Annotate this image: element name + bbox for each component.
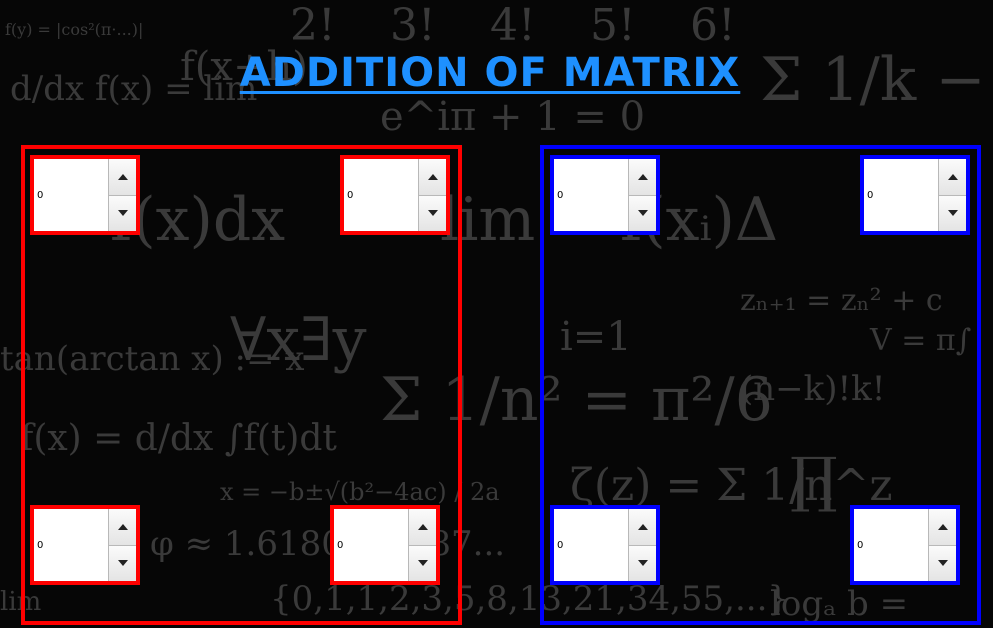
arrow-down-icon [947, 210, 958, 217]
svg-text:5!: 5! [590, 0, 636, 51]
matrix-b-panel [540, 145, 981, 625]
matrix-a-r0c0-spinner[interactable] [30, 155, 140, 235]
arrow-down-icon [117, 210, 128, 217]
svg-text:6!: 6! [690, 0, 736, 51]
page-title: ADDITION OF MATRIX [239, 50, 741, 96]
increment-button[interactable] [419, 159, 446, 196]
increment-button[interactable] [629, 159, 656, 196]
arrow-up-icon [427, 173, 438, 180]
decrement-button[interactable] [109, 195, 136, 231]
arrow-up-icon [937, 523, 948, 530]
arrow-down-icon [937, 560, 948, 567]
matrix-b-r1c0-input[interactable] [554, 509, 628, 581]
svg-text:2!: 2! [290, 0, 336, 51]
decrement-button[interactable] [109, 545, 136, 581]
matrix-b-r1c1-input[interactable] [854, 509, 928, 581]
matrix-b-r0c1-spinner[interactable] [860, 155, 970, 235]
arrow-up-icon [117, 523, 128, 530]
matrix-b-r0c0-input[interactable] [554, 159, 628, 231]
matrix-b-r1c0-spinner[interactable] [550, 505, 660, 585]
svg-text:4!: 4! [490, 0, 536, 51]
matrix-a-r1c1-input[interactable] [334, 509, 408, 581]
arrow-up-icon [947, 173, 958, 180]
matrix-a-panel [21, 145, 462, 625]
increment-button[interactable] [409, 509, 436, 546]
decrement-button[interactable] [939, 195, 966, 231]
arrow-up-icon [117, 173, 128, 180]
matrix-a-r0c0-input[interactable] [34, 159, 108, 231]
decrement-button[interactable] [629, 195, 656, 231]
increment-button[interactable] [629, 509, 656, 546]
arrow-down-icon [637, 560, 648, 567]
matrix-b-r1c1-spinner[interactable] [850, 505, 960, 585]
svg-text:f(y) = |cos²(π·...)|: f(y) = |cos²(π·...)| [5, 20, 143, 39]
arrow-up-icon [417, 523, 428, 530]
svg-text:3!: 3! [390, 0, 436, 51]
increment-button[interactable] [939, 159, 966, 196]
increment-button[interactable] [109, 159, 136, 196]
decrement-button[interactable] [629, 545, 656, 581]
matrix-a-r0c1-input[interactable] [344, 159, 418, 231]
matrix-b-r0c1-input[interactable] [864, 159, 938, 231]
matrix-a-r1c0-input[interactable] [34, 509, 108, 581]
arrow-down-icon [637, 210, 648, 217]
matrix-b-r0c0-spinner[interactable] [550, 155, 660, 235]
svg-text:e^iπ + 1 = 0: e^iπ + 1 = 0 [380, 94, 645, 140]
increment-button[interactable] [929, 509, 956, 546]
arrow-up-icon [637, 523, 648, 530]
matrix-a-r0c1-spinner[interactable] [340, 155, 450, 235]
decrement-button[interactable] [419, 195, 446, 231]
matrix-a-r1c1-spinner[interactable] [330, 505, 440, 585]
arrow-up-icon [637, 173, 648, 180]
decrement-button[interactable] [929, 545, 956, 581]
matrix-a-r1c0-spinner[interactable] [30, 505, 140, 585]
arrow-down-icon [117, 560, 128, 567]
decrement-button[interactable] [409, 545, 436, 581]
arrow-down-icon [427, 210, 438, 217]
increment-button[interactable] [109, 509, 136, 546]
arrow-down-icon [417, 560, 428, 567]
